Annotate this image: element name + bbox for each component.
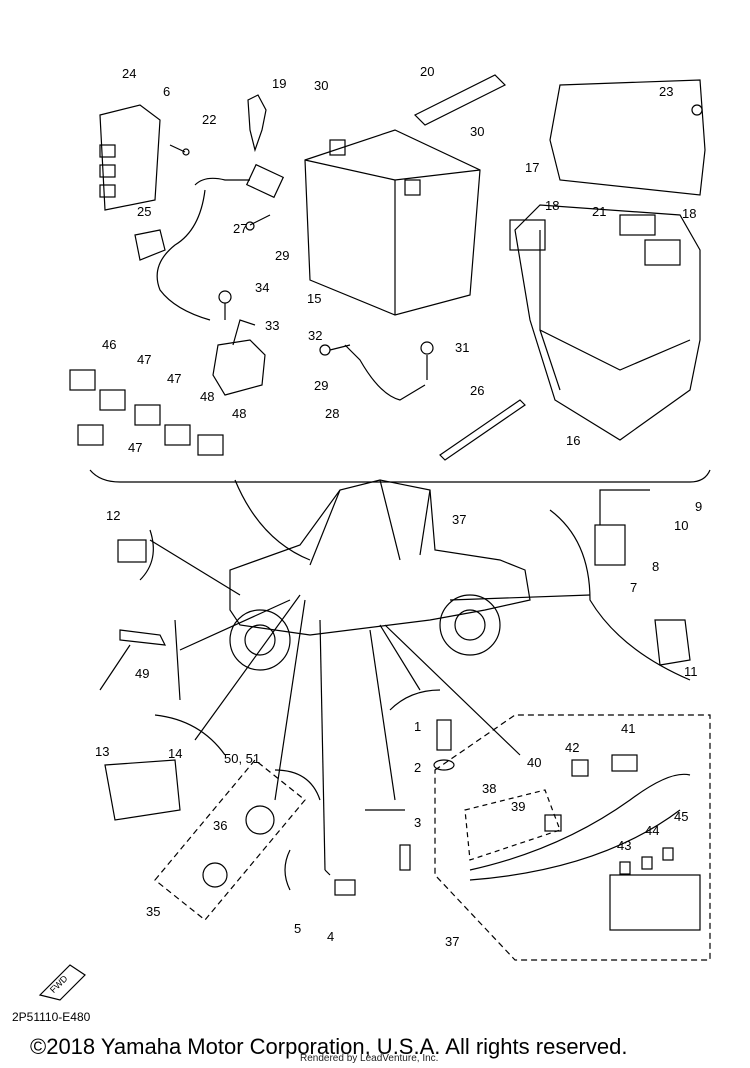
part-label: 18 (682, 206, 696, 221)
part-label: 18 (545, 198, 559, 213)
part-label: 4 (327, 929, 334, 944)
part-label: 50, 51 (224, 751, 260, 766)
part-label: 40 (527, 755, 541, 770)
part-label: 13 (95, 744, 109, 759)
ecu-unit (99, 104, 161, 211)
part-label: 30 (314, 78, 328, 93)
vehicle (229, 479, 531, 671)
part-label: 6 (163, 84, 170, 99)
part-label: 21 (592, 204, 606, 219)
part-labels: 24 6 22 19 30 20 23 30 17 25 27 29 15 18… (95, 64, 702, 949)
part-label: 15 (307, 291, 321, 306)
part-label: 38 (482, 781, 496, 796)
part-label: 33 (265, 318, 279, 333)
part-label: 25 (137, 204, 151, 219)
part-label: 49 (135, 666, 149, 681)
part-label: 24 (122, 66, 136, 81)
part-label: 17 (525, 160, 539, 175)
part-label: 23 (659, 84, 673, 99)
part-label: 48 (200, 389, 214, 404)
part-label: 47 (167, 371, 181, 386)
part-label: 3 (414, 815, 421, 830)
part-label: 30 (470, 124, 484, 139)
part-label: 43 (617, 838, 631, 853)
part-label: 47 (128, 440, 142, 455)
part-label: 32 (308, 328, 322, 343)
part-label: 28 (325, 406, 339, 421)
part-label: 11 (684, 664, 698, 679)
part-label: 22 (202, 112, 216, 127)
part-label: 42 (565, 740, 579, 755)
part-label: 1 (414, 719, 421, 734)
fwd-label: FWD (48, 973, 70, 995)
part-label: 9 (695, 499, 702, 514)
part-label: 2 (414, 760, 421, 775)
part-label: 5 (294, 921, 301, 936)
battery (304, 129, 481, 316)
part-label: 35 (146, 904, 160, 919)
part-label: 29 (275, 248, 289, 263)
part-label: 27 (233, 221, 247, 236)
part-label: 12 (106, 508, 120, 523)
part-label: 14 (168, 746, 182, 761)
part-label: 26 (470, 383, 484, 398)
part-label: 41 (621, 721, 635, 736)
part-label: 47 (137, 352, 151, 367)
part-label: 46 (102, 337, 116, 352)
part-label: 16 (566, 433, 580, 448)
diagram-code: 2P51110-E480 (12, 1010, 91, 1024)
rendered-by-text: Rendered by LeadVenture, Inc. (300, 1053, 439, 1064)
part-label: 48 (232, 406, 246, 421)
part-label: 37 (452, 512, 466, 527)
part-label: 37 (445, 934, 459, 949)
part-label: 19 (272, 76, 286, 91)
part-label: 7 (630, 580, 637, 595)
part-label: 36 (213, 818, 227, 833)
part-label: 31 (455, 340, 469, 355)
part-label: 8 (652, 559, 659, 574)
part-label: 44 (645, 823, 659, 838)
part-label: 29 (314, 378, 328, 393)
battery-box (514, 204, 701, 441)
part-label: 20 (420, 64, 434, 79)
part-label: 45 (674, 809, 688, 824)
copyright-text: ©2018 Yamaha Motor Corporation, U.S.A. A… (30, 1034, 628, 1059)
part-label: 39 (511, 799, 525, 814)
part-label: 34 (255, 280, 269, 295)
part-label: 10 (674, 518, 688, 533)
